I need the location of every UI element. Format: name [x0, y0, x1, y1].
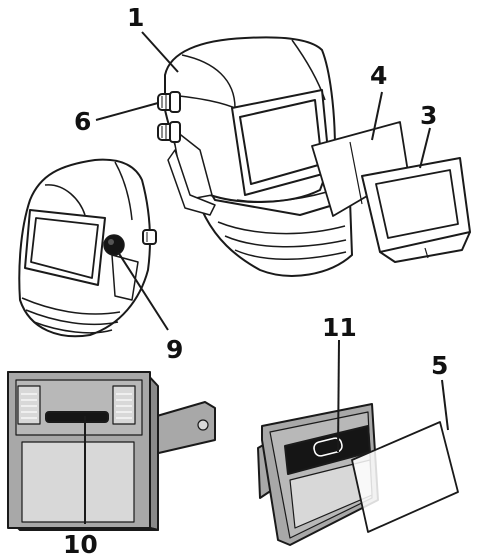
callout-6: 6 [74, 107, 91, 136]
adjustment-knob-upper [157, 91, 181, 113]
vent-lines-right [116, 393, 132, 419]
adf-cartridge-front [7, 371, 216, 531]
cover-lens [351, 421, 459, 533]
lens-frame [361, 157, 471, 263]
callout-5: 5 [431, 351, 448, 380]
helmet-side-view [18, 158, 151, 338]
adf-cartridge-back [257, 403, 379, 546]
helmet-main [164, 36, 353, 277]
callout-3: 3 [420, 101, 437, 130]
leader-lines [84, 31, 449, 524]
side-knob-small [142, 229, 157, 245]
adjustment-knob-lower [157, 121, 181, 143]
callout-11: 11 [322, 313, 357, 342]
vent-lines-left [21, 393, 37, 419]
callout-4: 4 [370, 61, 387, 90]
shade-control-knob [103, 234, 125, 256]
callout-10: 10 [63, 530, 98, 559]
callout-9: 9 [166, 335, 183, 364]
callout-1: 1 [127, 3, 144, 32]
